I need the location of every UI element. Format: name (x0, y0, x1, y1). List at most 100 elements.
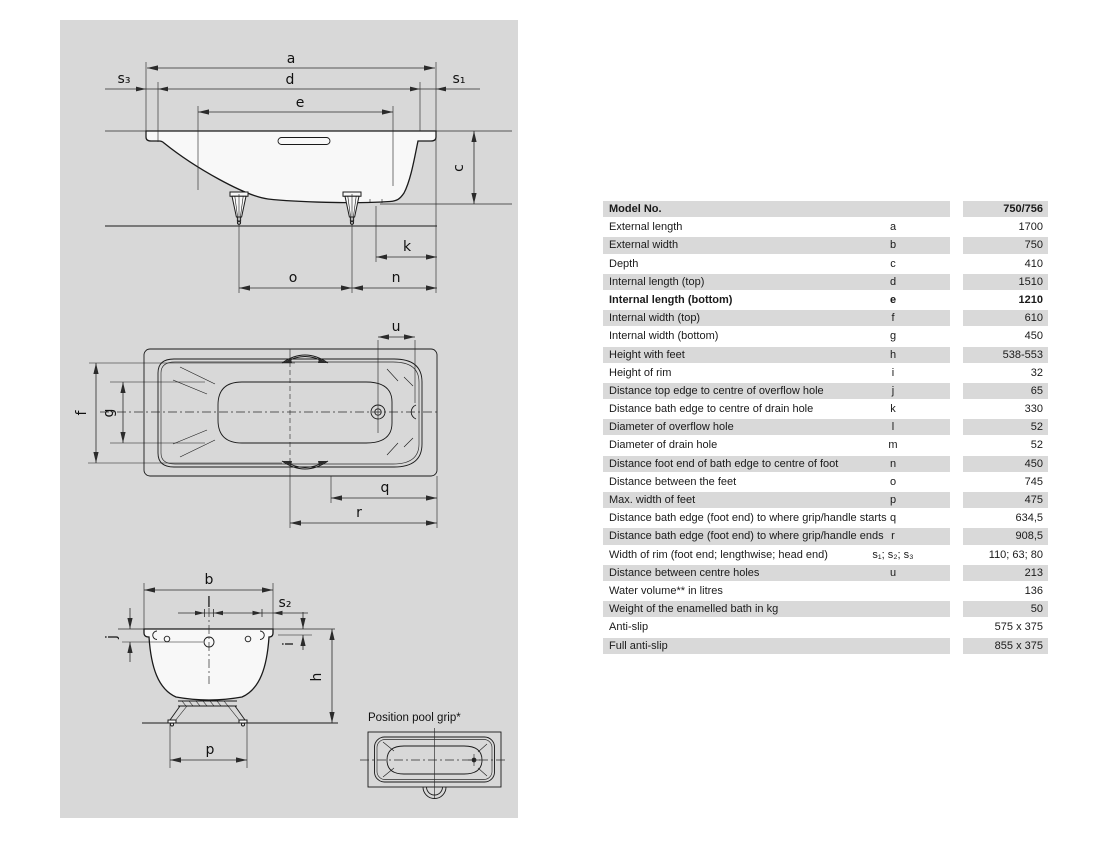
spec-letter: k (890, 403, 896, 416)
table-row: Diameter of drain hole m 52 (603, 437, 1048, 453)
table-row: Distance bath edge to centre of drain ho… (603, 401, 1048, 417)
spec-value: 52 (963, 419, 1048, 436)
spec-letter: n (889, 457, 897, 470)
spec-value: 136 (1024, 584, 1043, 597)
spec-letter: h (889, 348, 897, 361)
spec-value: 750/756 (963, 201, 1048, 218)
spec-label: Internal length (bottom) (609, 293, 733, 306)
table-row: Weight of the enamelled bath in kg 50 (603, 601, 1048, 618)
table-row: Distance foot end of bath edge to centre… (603, 455, 1048, 472)
spec-value: 745 (1024, 475, 1043, 488)
dim-label-h: h (309, 673, 325, 682)
table-row: Depth c 410 (603, 256, 1048, 272)
spec-letter: i (891, 366, 895, 379)
spec-value: 65 (963, 382, 1048, 400)
spec-letter (863, 638, 923, 654)
spec-value: 1210 (1018, 293, 1043, 306)
spec-value: 750 (963, 237, 1048, 254)
spec-value: 610 (963, 310, 1048, 327)
dim-label-d: d (286, 72, 295, 88)
spec-label: Internal length (top) (603, 273, 950, 290)
spec-letter: o (889, 475, 897, 488)
dim-label-r: r (356, 505, 362, 521)
table-row: Internal length (top)d 1510 (603, 273, 1048, 290)
spec-label: Diameter of overflow hole (603, 419, 950, 436)
dim-label-c: c (451, 164, 467, 172)
spec-letter: d (889, 275, 897, 288)
spec-value: 50 (963, 601, 1048, 618)
spec-letter: f (891, 312, 895, 325)
table-row: Width of rim (foot end; lengthwise; head… (603, 547, 1048, 563)
spec-label: Weight of the enamelled bath in kg (603, 601, 950, 618)
dim-label-n: n (392, 270, 401, 286)
spec-letter (863, 201, 923, 217)
spec-letter (863, 583, 923, 599)
dim-label-f: f (74, 409, 90, 415)
spec-letter: s₁; s₂; s₃ (872, 548, 914, 561)
spec-value: 213 (963, 564, 1048, 581)
spec-label: Depth (609, 257, 639, 270)
drawing-panel: a d e s₃ s₁ c k o n (60, 20, 518, 818)
spec-label: External length (609, 221, 683, 234)
spec-label: Height of rim (609, 366, 672, 379)
dim-label-q: q (381, 480, 390, 496)
spec-letter: r (891, 530, 895, 543)
spec-letter: q (889, 512, 897, 525)
spec-letter: a (889, 221, 897, 234)
table-row: Water volume** in litres 136 (603, 583, 1048, 599)
table-row: Distance bath edge (foot end) to where g… (603, 528, 1048, 545)
dim-label-s3: s₃ (118, 71, 131, 87)
spec-letter: j (891, 384, 895, 397)
spec-value: 330 (1024, 403, 1043, 416)
table-row: Internal width (top)f 610 (603, 310, 1048, 327)
spec-label: Width of rim (foot end; lengthwise; head… (609, 548, 828, 561)
spec-letter: p (889, 494, 897, 506)
spec-value: 475 (963, 492, 1048, 509)
spec-letter: c (890, 257, 896, 270)
spec-letter: g (889, 330, 897, 343)
table-row: External length a 1700 (603, 219, 1048, 235)
spec-letter: u (889, 566, 897, 579)
spec-label: Model No. (603, 201, 950, 218)
spec-label: Distance foot end of bath edge to centre… (603, 455, 950, 472)
dim-label-g: g (101, 409, 117, 418)
spec-label: Distance between centre holes (603, 564, 950, 581)
spec-letter: l (891, 421, 895, 434)
spec-value: 52 (1030, 439, 1043, 452)
spec-value: 410 (1024, 257, 1043, 270)
spec-value: 1510 (963, 273, 1048, 290)
spec-label: Distance bath edge (foot end) to where g… (609, 512, 887, 525)
spec-label: Internal width (bottom) (609, 330, 719, 343)
spec-label: Height with feet (603, 346, 950, 363)
table-row: Distance bath edge (foot end) to where g… (603, 510, 1048, 526)
spec-letter: m (888, 439, 898, 452)
spec-label: Water volume** in litres (609, 584, 723, 597)
spec-value: 538-553 (963, 346, 1048, 363)
spec-label: Max. width of feet (603, 492, 950, 509)
table-row: Internal width (bottom) g 450 (603, 328, 1048, 344)
end-view-diagram: b l s₂ j i h p (104, 572, 338, 768)
spec-label: Diameter of drain hole (609, 439, 718, 452)
spec-value: 634,5 (1015, 512, 1043, 525)
spec-letter (863, 619, 923, 635)
spec-value: 450 (963, 455, 1048, 472)
dim-label-s2: s₂ (279, 595, 292, 611)
spec-label: Anti-slip (609, 621, 649, 634)
top-view-diagram: u f g q r (74, 319, 438, 528)
spec-value: 855 x 375 (963, 637, 1048, 654)
spec-value: 1700 (1018, 221, 1043, 234)
spec-value: 110; 63; 80 (988, 548, 1043, 561)
dim-label-b: b (205, 572, 214, 588)
spec-value: 450 (1024, 330, 1043, 343)
spec-label: Internal width (top) (603, 310, 950, 327)
spec-value: 908,5 (963, 528, 1048, 545)
dim-label-k: k (403, 239, 412, 255)
